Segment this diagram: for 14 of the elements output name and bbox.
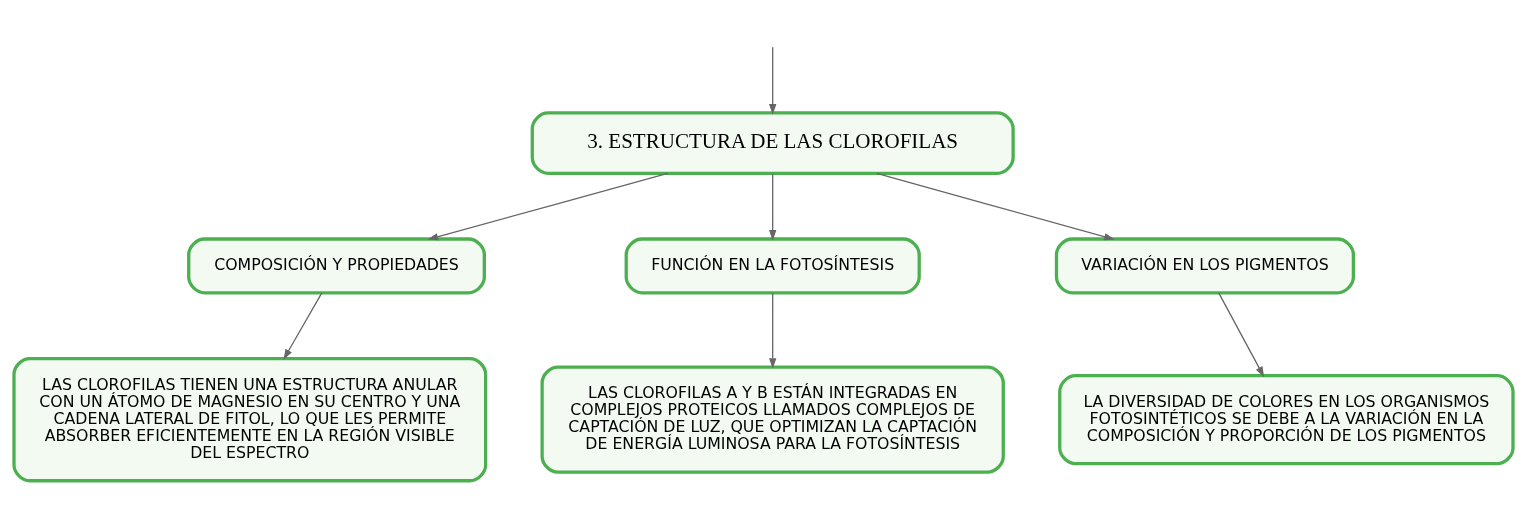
arrow [769, 172, 777, 241]
arrow [769, 46, 777, 115]
node-box: COMPOSICIÓN Y PROPIEDADES [187, 236, 486, 294]
arrow [1218, 291, 1265, 377]
arrow [876, 172, 1115, 240]
node-box: FUNCIÓN EN LA FOTOSÍNTESIS [624, 236, 921, 294]
arrow [769, 291, 777, 369]
node-box: 3. ESTRUCTURA DE LAS CLOROFILAS [530, 110, 1015, 175]
node-box: VARIACIÓN EN LOS PIGMENTOS [1054, 236, 1356, 294]
arrow [427, 172, 669, 240]
node-box: LA DIVERSIDAD DE COLORES EN LOS ORGANISMOS FOTOSINTÉTICOS SE DEBE A LA VARIACIÓN EN LA COMPOSICIÓN Y PROPORCIÓN DE LOS PIGMENTOS [1058, 373, 1515, 465]
node-box: LAS CLOROFILAS TIENEN UNA ESTRUCTURA ANULAR CON UN ÁTOMO DE MAGNESIO EN SU CENTRO Y UNA CADENA LATERAL DE FITOL, LO QUE LES PERMITE ABSORBER EFICIENTEMENTE EN LA REGIÓN VISIBLE DEL ESPECTRO [12, 356, 488, 482]
node-box: LAS CLOROFILAS A Y B ESTÁN INTEGRADAS EN COMPLEJOS PROTEICOS LLAMADOS COMPLEJOS DE CAPTACIÓN DE LUZ, QUE OPTIMIZAN LA CAPTACIÓN DE ENERGÍA LUMINOSA PARA LA FOTOSÍNTESIS [540, 364, 1005, 474]
arrow [283, 291, 323, 360]
